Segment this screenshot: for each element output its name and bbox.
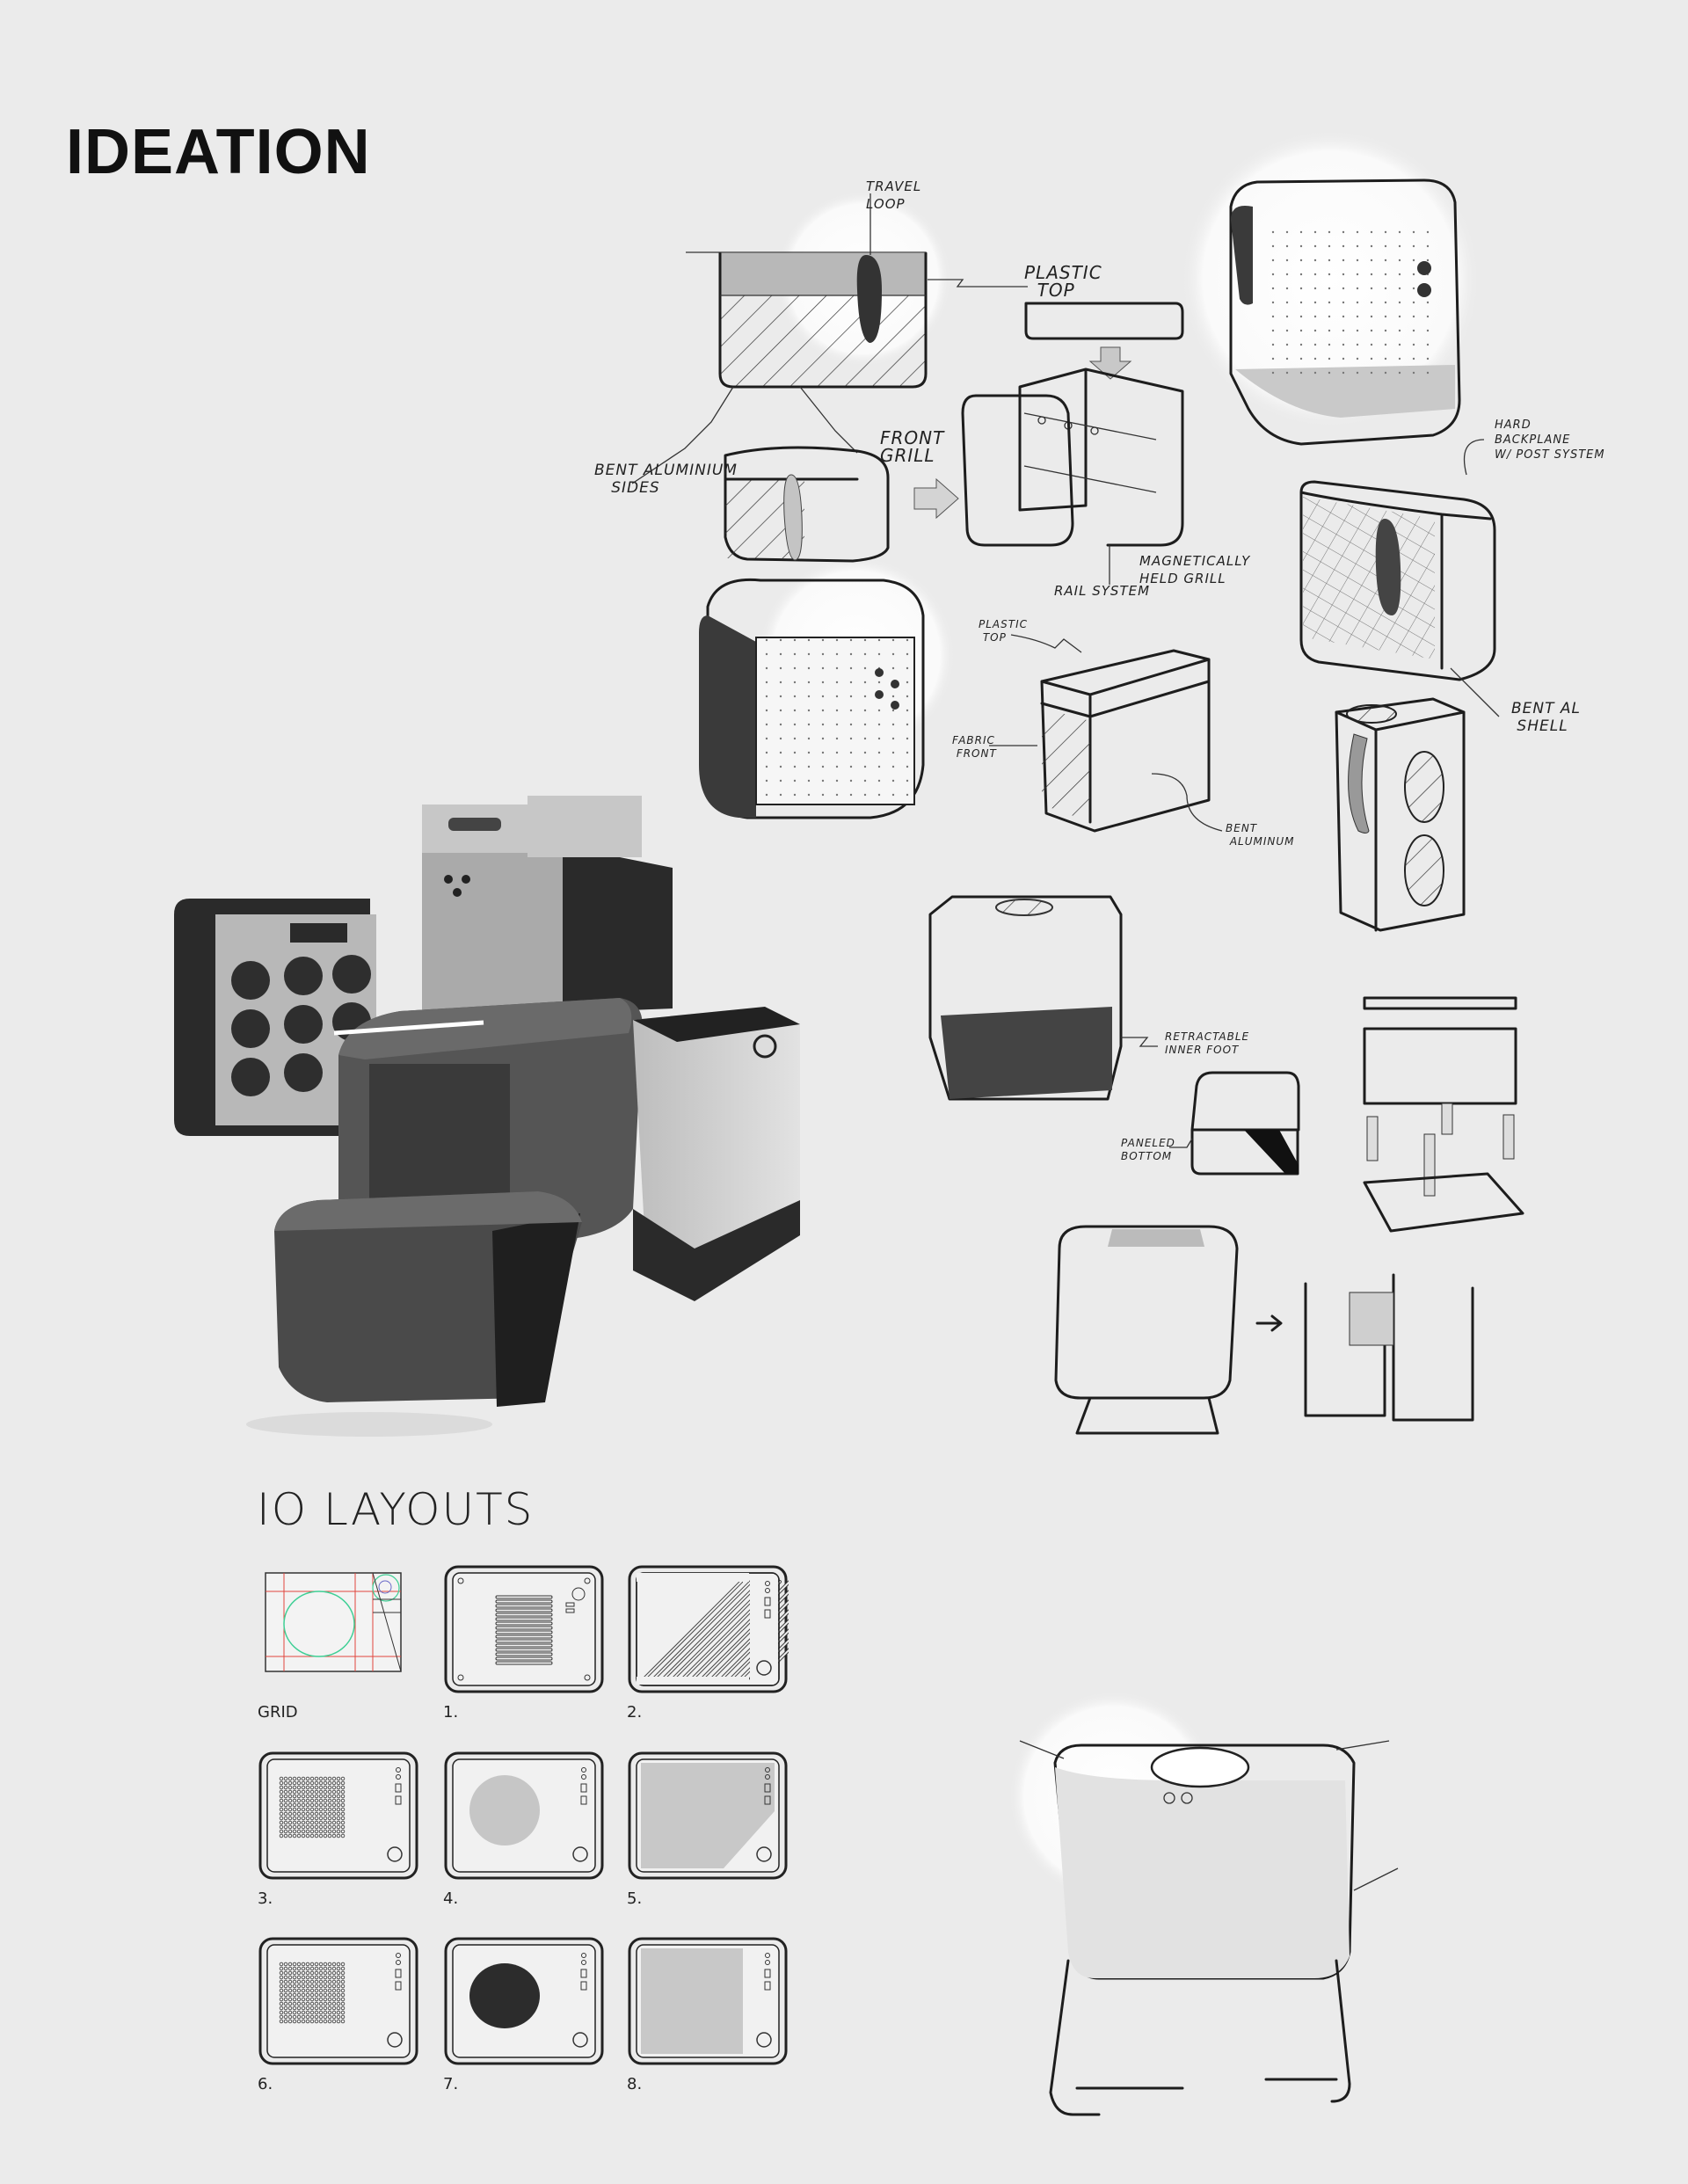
arrow-down-icon [1088, 346, 1132, 380]
grid-guide-icon [265, 1572, 402, 1672]
io-layout-label: 5. [627, 1889, 643, 1908]
diagonal-slots-icon [628, 1565, 789, 1693]
render-lantern-speaker [633, 1007, 800, 1301]
annotation-hard-backplane: Hard backplane w/ post system [1495, 419, 1605, 462]
annotation-plastic-top-small: Plastic top [979, 618, 1028, 644]
io-layout-tile: 2. [627, 1564, 789, 1722]
annotation-bent-aluminum: Bent aluminum [1226, 822, 1295, 848]
annotation-fabric-front: Fabric front [952, 734, 997, 760]
io-layout-tile: 1. [443, 1564, 605, 1722]
sketch-exploded-tray [1363, 996, 1524, 1233]
strap-icon [1231, 206, 1253, 305]
io-layout-tile: 7. [443, 1936, 605, 2093]
sketch-final-concept [1019, 1740, 1399, 2116]
page-title: IDEATION [66, 117, 371, 187]
io-layout-label: 3. [258, 1889, 273, 1908]
mesh-panel-icon [628, 1937, 788, 2065]
io-layout-label: 1. [443, 1703, 459, 1722]
sketch-cube-with-strap-render [1229, 178, 1461, 446]
annotation-magnetically-held-grill: Magnetically held grill [1139, 553, 1251, 586]
io-layout-tile: 5. [627, 1751, 789, 1908]
sketch-rounded-box-feet [1054, 1225, 1474, 1435]
sketch-cube-retractable-foot [928, 895, 1158, 1101]
dot-grid-icon [258, 1751, 418, 1880]
io-layout-tile: 6. [258, 1936, 419, 2093]
annotation-plastic-top: Plastic top [1024, 262, 1102, 301]
sketch-magnetic-grill-box [1299, 439, 1500, 717]
sketch-bent-aluminium-box [724, 446, 890, 563]
io-layout-tile: 8. [627, 1936, 789, 2093]
render-grid-speaker [174, 899, 376, 1136]
annotation-front-grill: Front grill [880, 427, 945, 466]
annotation-rail-system: Rail system [1054, 583, 1151, 599]
io-layout-label: 4. [443, 1889, 459, 1908]
annotation-retractable-inner-foot: Retractable inner foot [1165, 1030, 1250, 1056]
horizontal-slots-icon [444, 1565, 604, 1693]
io-layout-tile: GRID [258, 1564, 419, 1722]
full-mesh-cut-icon [628, 1751, 788, 1880]
strap-icon [1375, 519, 1401, 615]
travel-loop-icon [856, 255, 882, 343]
arrow-right-icon [1255, 1314, 1283, 1332]
io-layout-tile: 3. [258, 1751, 419, 1908]
circle-mesh-icon [444, 1751, 604, 1880]
io-layout-label: 2. [627, 1703, 643, 1722]
sketch-tall-speaker [1335, 697, 1466, 932]
io-layout-label: 8. [627, 2075, 643, 2093]
render-curved-speaker [333, 998, 643, 1244]
io-layouts-title: IO LAYOUTS [257, 1484, 535, 1535]
sketch-handle-box [699, 578, 925, 819]
io-layout-label: 6. [258, 2075, 273, 2093]
sketch-paneled-bottom [1169, 1071, 1300, 1176]
io-layout-label: 7. [443, 2075, 459, 2093]
io-layout-label: GRID [258, 1703, 298, 1722]
sketch-plastic-top [1024, 302, 1184, 380]
render-tote-speaker [422, 796, 673, 1022]
sketch-exploded-rail-frame [913, 368, 1184, 585]
arrow-right-icon [913, 477, 959, 520]
sketch-front-view-travel-loop [631, 193, 1028, 484]
annotation-bent-al-shell: Bent AL shell [1511, 700, 1582, 735]
sketch-fabric-front-box [989, 634, 1223, 833]
annotation-bent-aluminium-sides: Bent aluminium sides [594, 462, 738, 497]
render-wedge-speaker [246, 1191, 582, 1437]
annotation-travel-loop: Travel loop [866, 178, 922, 212]
io-layout-tile: 4. [443, 1751, 605, 1908]
annotation-paneled-bottom: Paneled bottom [1121, 1137, 1175, 1162]
dot-grid-icon [258, 1937, 418, 2065]
solid-circle-icon [444, 1937, 604, 2065]
